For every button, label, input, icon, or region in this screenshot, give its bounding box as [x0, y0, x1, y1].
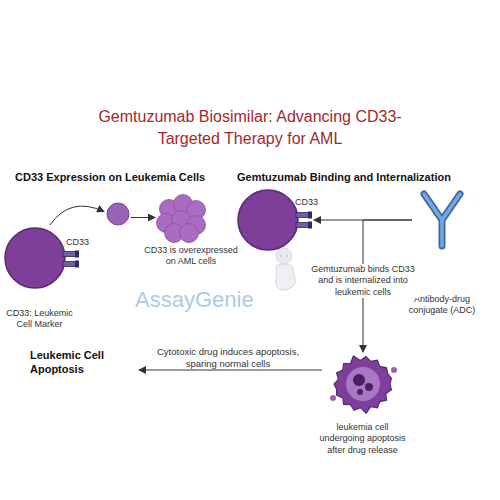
node-art — [328, 352, 398, 417]
receptor-label: CD33 — [66, 237, 100, 248]
cd33-receptor — [296, 212, 312, 219]
cell-cluster — [157, 195, 206, 243]
node-art — [155, 195, 207, 240]
section-heading: Gemtuzumab Binding and Internalization — [237, 171, 499, 185]
diagram-title: Gemtuzumab Biosimilar: Advancing CD33-Ta… — [85, 106, 415, 149]
connector-label: Gemtuzumab binds CD33 and is internalize… — [308, 264, 418, 298]
cd33-receptor — [63, 251, 79, 258]
node-art — [5, 225, 80, 293]
watermark: AssayGenie — [135, 286, 305, 314]
cd33-receptor — [63, 261, 79, 268]
apoptosis-arrow — [139, 370, 322, 371]
cell-body — [238, 190, 298, 250]
connector-line — [50, 206, 104, 225]
node-art — [412, 190, 472, 248]
cell-caption: CD33 is overexpressed on AML cells — [141, 245, 241, 268]
connector-line — [314, 220, 412, 221]
genie-mascot — [276, 242, 297, 290]
cell-body — [5, 228, 65, 288]
adc-antibody: Antibody-drug conjugate (ADC) — [412, 190, 472, 248]
small-cell — [107, 203, 129, 225]
section-heading: Leukemic Cell Apoptosis — [30, 349, 125, 377]
cell-caption: leukemia cell undergoing apoptosis after… — [315, 422, 410, 456]
apoptotic-cell: leukemia cell undergoing apoptosis after… — [328, 352, 398, 417]
antibody-icon — [424, 194, 460, 246]
connector — [314, 220, 412, 221]
aml-cell-cluster: CD33 is overexpressed on AML cells — [155, 195, 207, 240]
cd33-receptor — [296, 222, 312, 229]
cell-caption: CD33: Leukemic Cell Marker — [2, 308, 77, 331]
leukemic-cell: CD33 — [238, 188, 314, 252]
arrow-note: Cytotoxic drug induces apoptosis, sparin… — [153, 346, 303, 370]
connector — [50, 206, 155, 225]
connector-line — [131, 217, 155, 218]
leukemic-cell: CD33CD33: Leukemic Cell Marker — [5, 225, 80, 293]
apoptotic-cell — [330, 356, 397, 413]
section-heading: CD33 Expression on Leukemia Cells — [15, 171, 240, 185]
receptor-label: CD33 — [295, 197, 329, 208]
